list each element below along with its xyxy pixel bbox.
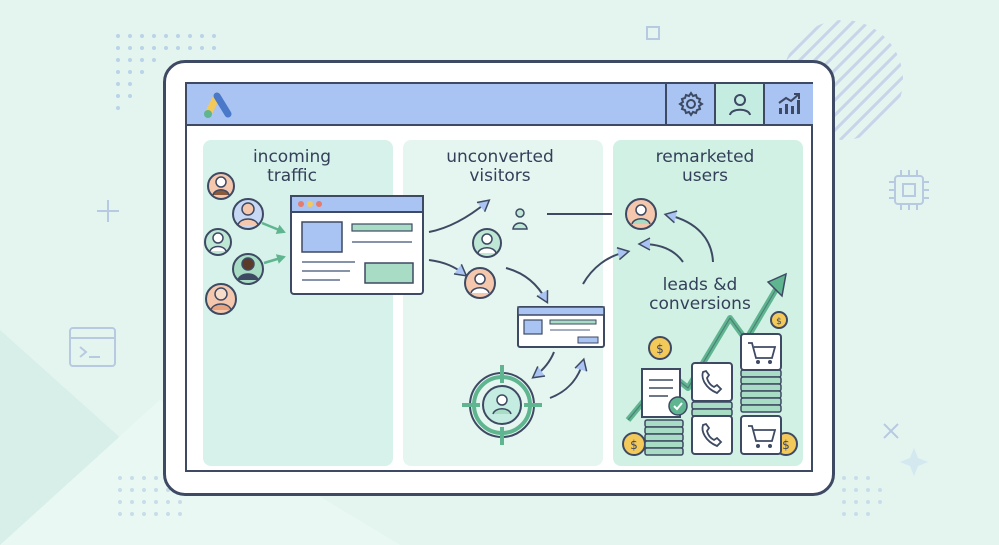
user-button[interactable] xyxy=(714,84,764,124)
column-title-incoming-traffic: incoming traffic xyxy=(252,147,332,186)
leads-conversions-label: leads &d conversions xyxy=(649,275,751,314)
analytics-button[interactable] xyxy=(763,84,813,124)
title-bar xyxy=(187,84,813,126)
column-title-remarketed-users: remarketed users xyxy=(655,147,755,186)
user-icon xyxy=(729,94,751,116)
chart-growth-icon xyxy=(778,93,800,114)
gear-icon xyxy=(678,91,704,117)
column-incoming-traffic xyxy=(203,140,393,466)
google-ads-logo-icon xyxy=(204,92,232,118)
column-title-unconverted-visitors: unconverted visitors xyxy=(446,147,554,186)
settings-button[interactable] xyxy=(665,84,715,124)
column-unconverted-visitors xyxy=(403,140,603,466)
